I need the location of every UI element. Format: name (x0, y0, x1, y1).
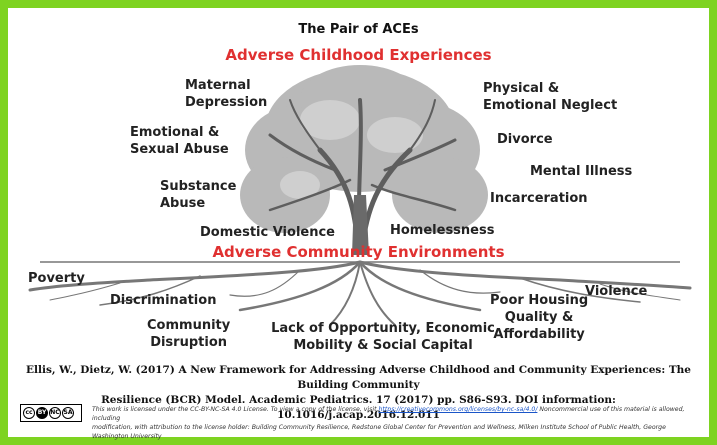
license-line-2: modification, with attribution to the li… (92, 424, 666, 440)
citation-line-1: Ellis, W., Dietz, W. (2017) A New Framew… (25, 364, 691, 391)
tree-roots (28, 260, 692, 326)
label-divorce: Divorce (497, 132, 553, 147)
label-emotional-sexual-abuse: Emotional & Sexual Abuse (130, 125, 229, 157)
label-incarceration: Incarceration (490, 191, 588, 206)
license-link[interactable]: https://creativecommons.org/licenses/by-… (378, 406, 538, 413)
license-text-prefix: This work is licensed under the CC-BY-NC… (92, 406, 379, 413)
label-community-disruption: Community Disruption (147, 318, 231, 350)
label-physical-emotional-neglect: Physical & Emotional Neglect (483, 81, 618, 113)
tree-branches (268, 98, 457, 253)
diagram-title: The Pair of ACEs (298, 22, 419, 37)
label-discrimination: Discrimination (110, 293, 217, 308)
label-substance-abuse: Substance Abuse (160, 179, 237, 211)
label-domestic-violence: Domestic Violence (200, 225, 335, 240)
label-lack-of-opportunity: Lack of Opportunity, Economic Mobility &… (271, 321, 495, 353)
label-mental-illness: Mental Illness (530, 164, 633, 179)
tree-trunk (352, 195, 369, 255)
sa-icon: SA (62, 407, 74, 419)
cc-license-badge[interactable]: cc BY NC SA (20, 404, 82, 422)
license-text-suffix: Noncommercial use of this material is al… (92, 406, 685, 422)
label-poor-housing: Poor Housing Quality & Affordability (490, 293, 589, 342)
label-violence: Violence (585, 284, 648, 299)
citation: Ellis, W., Dietz, W. (2017) A New Framew… (20, 363, 697, 423)
label-maternal-depression: Maternal Depression (185, 78, 268, 110)
community-heading: Adverse Community Environments (212, 243, 505, 261)
license-text: This work is licensed under the CC-BY-NC… (92, 405, 697, 441)
nc-icon: NC (49, 407, 61, 419)
aces-heading: Adverse Childhood Experiences (225, 46, 492, 64)
label-homelessness: Homelessness (390, 223, 495, 238)
cc-icon: cc (23, 407, 35, 419)
label-poverty: Poverty (28, 271, 85, 286)
by-icon: BY (36, 407, 48, 419)
citation-line-2: Resilience (BCR) Model. Academic Pediatr… (101, 394, 616, 421)
license-line-1: This work is licensed under the CC-BY-NC… (92, 405, 697, 423)
